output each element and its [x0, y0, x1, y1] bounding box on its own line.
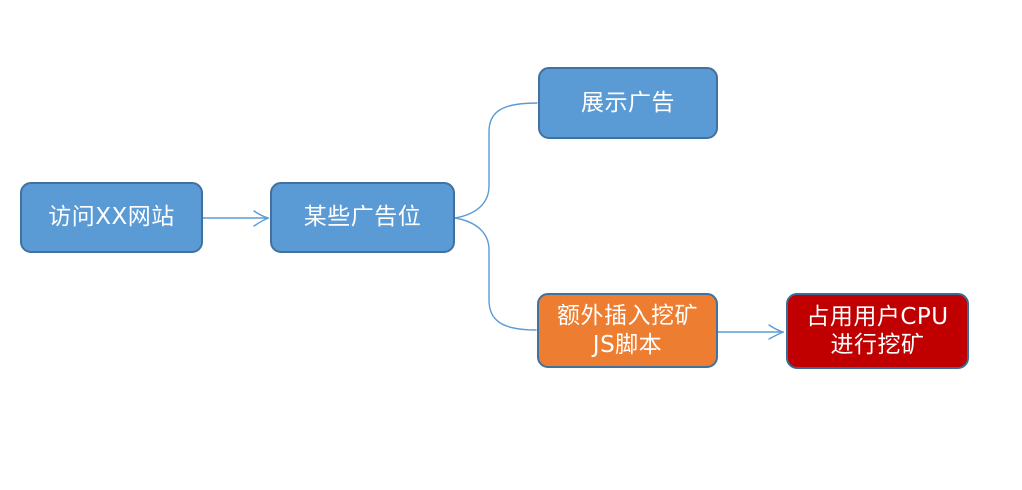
edge-injectscript-to-cpumining — [717, 324, 785, 340]
edge-visit-to-adslots — [202, 210, 270, 227]
arrowhead-icon — [253, 210, 270, 227]
arrowhead-icon — [768, 324, 785, 340]
node-show-ads: 展示广告 — [538, 67, 718, 139]
node-inject-script: 额外插入挖矿 JS脚本 — [537, 293, 718, 368]
node-cpu-mining-label: 占用用户CPU 进行挖矿 — [806, 303, 949, 358]
node-visit-site: 访问XX网站 — [20, 182, 203, 253]
edge-adslots-to-showads — [454, 102, 538, 219]
node-inject-script-label: 额外插入挖矿 JS脚本 — [557, 303, 698, 358]
edge-adslots-to-injectscript — [454, 217, 537, 331]
node-visit-site-label: 访问XX网站 — [48, 204, 175, 231]
node-ad-slots-label: 某些广告位 — [303, 204, 422, 231]
node-ad-slots: 某些广告位 — [270, 182, 455, 253]
node-show-ads-label: 展示广告 — [581, 89, 675, 116]
node-cpu-mining: 占用用户CPU 进行挖矿 — [786, 293, 969, 369]
